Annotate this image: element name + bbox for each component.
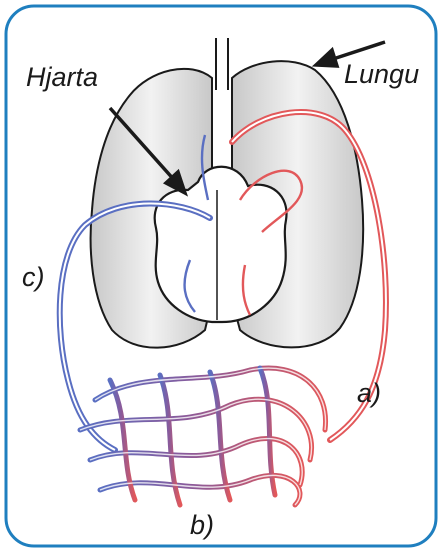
label-c: c) (22, 262, 45, 293)
label-b: b) (190, 510, 214, 541)
lungs-label: Lungu (344, 59, 419, 90)
heart (155, 167, 287, 322)
label-a: a) (357, 378, 381, 409)
heart-label: Hjarta (26, 62, 98, 93)
